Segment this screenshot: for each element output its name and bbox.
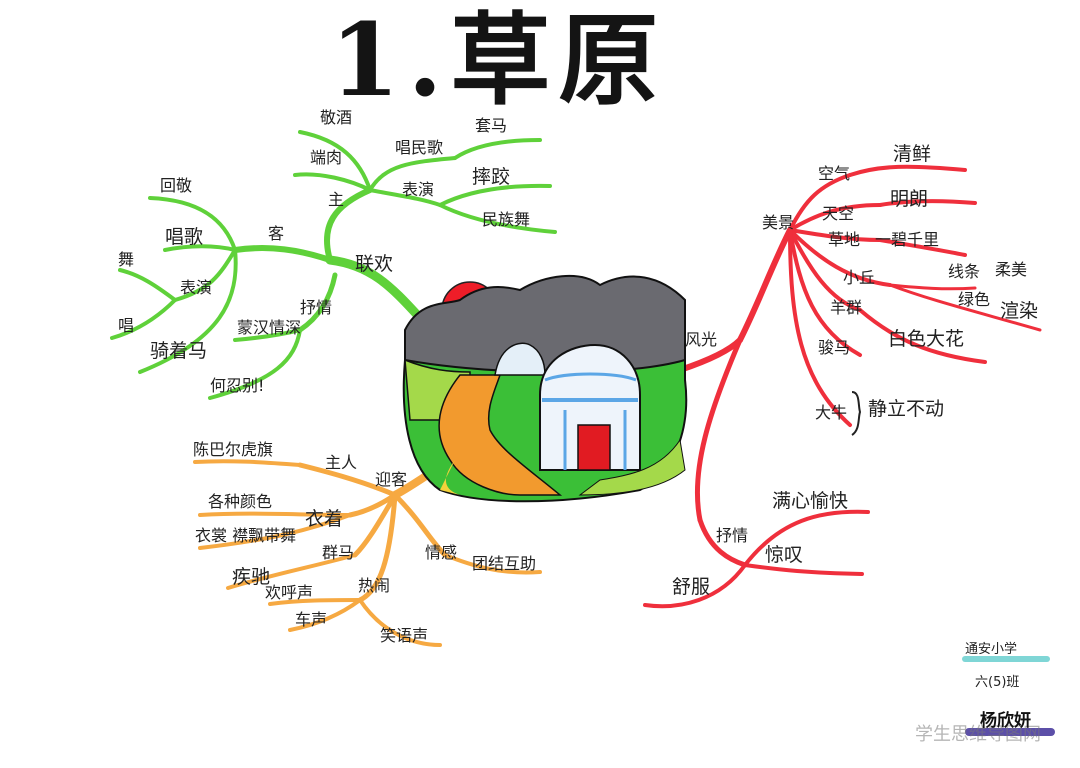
- green-zhu-item: 唱民歌: [395, 138, 444, 157]
- orange-item: 疾驰: [232, 566, 271, 588]
- red-meijing-label: 美景: [762, 213, 795, 232]
- class-name: 六(5)班: [975, 675, 1020, 690]
- green-zhu-item: 敬酒: [320, 108, 353, 127]
- green-shuqing-label: 抒情: [300, 298, 333, 317]
- red-meijing-item: 草地: [828, 230, 861, 249]
- orange-item: 笑语声: [380, 626, 429, 645]
- green-zhu-item: 套马: [475, 116, 508, 135]
- red-meijing-item: 线条: [948, 262, 981, 281]
- red-meijing-item: 空气: [818, 164, 851, 183]
- orange-item: 团结互助: [472, 554, 537, 573]
- orange-item: 热闹: [358, 576, 391, 595]
- orange-item: 欢呼声: [265, 583, 314, 602]
- author-underline: [965, 728, 1055, 736]
- red-main-label: 风光: [685, 330, 718, 349]
- green-branch-lines: [110, 130, 557, 400]
- orange-item: 陈巴尔虎旗: [193, 440, 274, 459]
- red-meijing-item: 大牛: [815, 403, 848, 422]
- orange-item: 各种颜色: [208, 492, 273, 511]
- red-branch-lines: [643, 164, 1042, 609]
- red-shuqing-item: 舒服: [672, 576, 711, 598]
- green-zhu-item: 端肉: [310, 148, 343, 167]
- school-underline: [962, 656, 1050, 662]
- author-name: 杨欣妍: [980, 711, 1031, 731]
- brace-mark: [851, 391, 862, 436]
- red-meijing-item: 清鲜: [893, 143, 932, 165]
- orange-item: 情感: [425, 543, 458, 562]
- green-ke-label: 客: [268, 224, 285, 243]
- red-meijing-item: 小丘: [843, 268, 876, 287]
- red-meijing-item: 骏马: [818, 338, 851, 357]
- green-zhu-item: 摔跤: [472, 166, 511, 188]
- orange-item: 车声: [295, 610, 328, 629]
- green-ke-item: 唱: [118, 316, 135, 335]
- red-meijing-item: 一碧千里: [875, 230, 940, 249]
- green-shuqing-item: 蒙汉情深: [237, 318, 302, 337]
- red-meijing-item: 静立不动: [868, 398, 945, 420]
- orange-item: 衣着: [305, 508, 344, 530]
- red-meijing-item: 天空: [822, 204, 855, 223]
- green-ke-item: 舞: [118, 250, 135, 269]
- red-meijing-item: 羊群: [830, 298, 863, 317]
- green-ke-item: 唱歌: [165, 226, 204, 248]
- red-shuqing-item: 满心愉快: [772, 490, 849, 512]
- orange-item: 群马: [322, 543, 355, 562]
- watermark: 学生思维导图网: [915, 724, 1041, 745]
- green-shuqing-item: 何忍别!: [210, 376, 265, 395]
- green-main-label: 联欢: [355, 253, 394, 275]
- green-ke-item: 骑着马: [150, 340, 208, 362]
- green-zhu-label: 主: [328, 190, 345, 209]
- red-shuqing-label: 抒情: [716, 526, 749, 545]
- orange-main-label: 迎客: [375, 470, 408, 489]
- orange-item: 主人: [325, 453, 358, 472]
- red-meijing-item: 白色大花: [888, 328, 965, 350]
- green-zhu-item: 民族舞: [482, 210, 531, 229]
- page-title: 1.草原: [330, 1, 667, 119]
- red-meijing-item: 柔美: [995, 260, 1028, 279]
- orange-branch-lines: [193, 459, 542, 647]
- red-meijing-item: 绿色: [958, 290, 991, 309]
- green-zhu-item: 表演: [402, 180, 435, 199]
- red-meijing-item: 明朗: [890, 188, 929, 210]
- green-ke-item: 表演: [180, 278, 213, 297]
- school-name: 通安小学: [965, 642, 1018, 657]
- orange-item: 衣裳 襟飘带舞: [195, 526, 297, 545]
- red-shuqing-item: 惊叹: [765, 544, 804, 566]
- green-ke-item: 回敬: [160, 176, 193, 195]
- central-illustration: [402, 274, 688, 503]
- red-meijing-item: 渲染: [1000, 300, 1039, 322]
